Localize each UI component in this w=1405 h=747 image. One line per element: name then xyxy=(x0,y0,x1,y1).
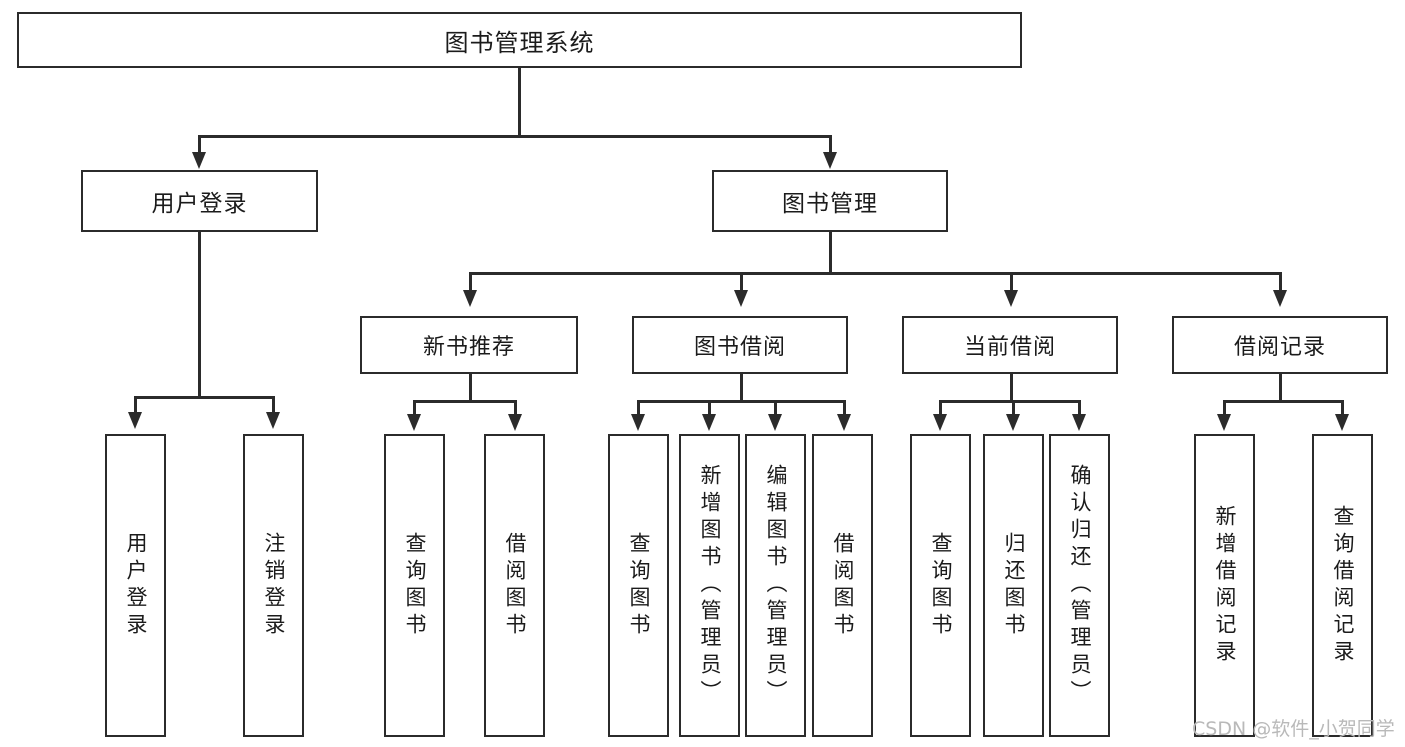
node-leaf-confirm-return[interactable]: 确认归还（管理员） xyxy=(1049,434,1110,737)
connector-user-login-drop-2 xyxy=(272,396,275,414)
arrow-leaf-borrow-book-2 xyxy=(837,414,851,431)
node-leaf-add-book[interactable]: 新增图书（管理员） xyxy=(679,434,740,737)
arrow-leaf-query-book-2 xyxy=(631,414,645,431)
arrow-leaf-confirm-return xyxy=(1072,414,1086,431)
leaf-label: 查询图书 xyxy=(627,531,651,640)
arrow-to-current-borrow xyxy=(1004,290,1018,307)
node-leaf-borrow-book-2[interactable]: 借阅图书 xyxy=(812,434,873,737)
node-current-borrow[interactable]: 当前借阅 xyxy=(902,316,1118,374)
connector-cb-drop-3 xyxy=(1078,400,1081,416)
node-root-system[interactable]: 图书管理系统 xyxy=(17,12,1022,68)
arrow-to-book-borrow xyxy=(734,290,748,307)
connector-new-book-recommend-stem xyxy=(469,374,472,402)
arrow-leaf-logout xyxy=(266,412,280,429)
leaf-label: 查询借阅记录 xyxy=(1331,504,1355,667)
connector-book-borrow-stem xyxy=(740,374,743,402)
connector-level3-bus xyxy=(469,272,1281,275)
arrow-leaf-add-book xyxy=(702,414,716,431)
leaf-label: 确认归还（管理员） xyxy=(1068,464,1092,707)
arrow-leaf-add-record xyxy=(1217,414,1231,431)
connector-to-user-login xyxy=(198,135,201,155)
connector-bb-drop-1 xyxy=(637,400,640,416)
connector-book-management-stem xyxy=(829,232,832,274)
connector-borrow-record-stem xyxy=(1279,374,1282,402)
arrow-leaf-return-book xyxy=(1006,414,1020,431)
arrow-to-new-book-recommend xyxy=(463,290,477,307)
node-leaf-add-record[interactable]: 新增借阅记录 xyxy=(1194,434,1255,737)
connector-nbr-drop-2 xyxy=(514,400,517,416)
node-leaf-edit-book[interactable]: 编辑图书（管理员） xyxy=(745,434,806,737)
node-leaf-borrow-book-1[interactable]: 借阅图书 xyxy=(484,434,545,737)
connector-nbr-drop-1 xyxy=(413,400,416,416)
node-book-borrow[interactable]: 图书借阅 xyxy=(632,316,848,374)
arrow-leaf-query-book-3 xyxy=(933,414,947,431)
connector-current-borrow-bus xyxy=(939,400,1081,403)
node-new-book-recommend[interactable]: 新书推荐 xyxy=(360,316,578,374)
connector-cb-drop-1 xyxy=(939,400,942,416)
arrow-leaf-user-login xyxy=(128,412,142,429)
arrow-to-book-management xyxy=(823,152,837,169)
leaf-label: 借阅图书 xyxy=(831,531,855,640)
node-leaf-query-record[interactable]: 查询借阅记录 xyxy=(1312,434,1373,737)
leaf-label: 注销登录 xyxy=(262,531,286,640)
node-borrow-record[interactable]: 借阅记录 xyxy=(1172,316,1388,374)
arrow-leaf-query-book-1 xyxy=(407,414,421,431)
node-leaf-query-book-2[interactable]: 查询图书 xyxy=(608,434,669,737)
leaf-label: 查询图书 xyxy=(403,531,427,640)
node-leaf-query-book-1[interactable]: 查询图书 xyxy=(384,434,445,737)
leaf-label: 借阅图书 xyxy=(503,531,527,640)
connector-to-borrow-record xyxy=(1279,272,1282,292)
node-leaf-user-login[interactable]: 用户登录 xyxy=(105,434,166,737)
leaf-label: 新增借阅记录 xyxy=(1213,504,1237,667)
leaf-label: 用户登录 xyxy=(124,531,148,640)
arrow-leaf-borrow-book-1 xyxy=(508,414,522,431)
arrow-to-borrow-record xyxy=(1273,290,1287,307)
connector-to-current-borrow xyxy=(1010,272,1013,292)
leaf-label: 新增图书（管理员） xyxy=(698,464,722,707)
node-user-login[interactable]: 用户登录 xyxy=(81,170,318,232)
connector-borrow-record-bus xyxy=(1223,400,1343,403)
connector-new-book-recommend-bus xyxy=(413,400,517,403)
arrow-to-user-login xyxy=(192,152,206,169)
connector-user-login-stem xyxy=(198,232,201,398)
connector-book-borrow-bus xyxy=(637,400,846,403)
leaf-label: 归还图书 xyxy=(1002,531,1026,640)
leaf-label: 编辑图书（管理员） xyxy=(764,464,788,707)
connector-br-drop-1 xyxy=(1223,400,1226,416)
connector-root-stem xyxy=(518,68,521,136)
connector-user-login-drop-1 xyxy=(134,396,137,414)
node-leaf-return-book[interactable]: 归还图书 xyxy=(983,434,1044,737)
arrow-leaf-query-record xyxy=(1335,414,1349,431)
leaf-label: 查询图书 xyxy=(929,531,953,640)
connector-level2-bus xyxy=(198,135,831,138)
connector-to-new-book-recommend xyxy=(469,272,472,292)
node-book-management[interactable]: 图书管理 xyxy=(712,170,948,232)
connector-br-drop-2 xyxy=(1341,400,1344,416)
connector-bb-drop-3 xyxy=(774,400,777,416)
connector-to-book-borrow xyxy=(740,272,743,292)
node-leaf-query-book-3[interactable]: 查询图书 xyxy=(910,434,971,737)
arrow-leaf-edit-book xyxy=(768,414,782,431)
connector-bb-drop-4 xyxy=(843,400,846,416)
connector-to-book-management xyxy=(829,135,832,155)
connector-user-login-bus xyxy=(134,396,274,399)
connector-current-borrow-stem xyxy=(1010,374,1013,402)
node-leaf-logout[interactable]: 注销登录 xyxy=(243,434,304,737)
connector-cb-drop-2 xyxy=(1012,400,1015,416)
connector-bb-drop-2 xyxy=(708,400,711,416)
